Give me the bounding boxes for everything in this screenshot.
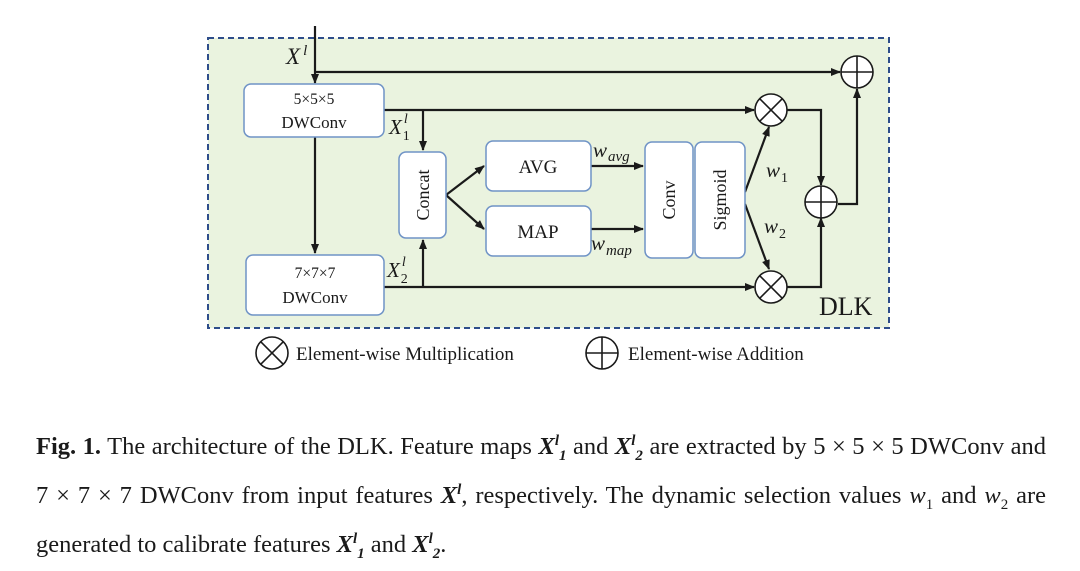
caption-x2-a-sup: l [631,433,636,449]
w-map-label: wmap [591,231,632,259]
w-map-sub: map [606,243,632,259]
x1-label-sup: l [404,112,408,127]
multiply-node-2 [754,270,788,304]
w2-sub: 2 [779,227,786,242]
caption-x2-b-base: X [412,531,429,559]
map-box: MAP [485,205,592,257]
caption-x1-b-sub: 1 [357,546,365,563]
w-avg-label: wavg [593,138,630,165]
caption-w1: w1 [909,482,933,513]
w-map-base: w [591,231,605,255]
w2-label: w2 [764,214,786,242]
legend-add-label: Element-wise Addition [628,344,804,365]
dlk-diagram: 5×5×5 DWConv 7×7×7 DWConv Concat AVG MAP… [207,26,890,370]
conv-box: Conv [644,141,694,259]
caption-x1-a: Xl1 [538,433,566,464]
caption-xl: Xl [441,482,462,509]
caption-x2-b: Xl2 [412,531,440,562]
caption-x1-b-sup: l [352,531,358,548]
caption-text-6: , respectively. The dynamic selection va… [461,482,910,510]
legend: Element-wise Multiplication Element-wise… [255,336,804,370]
input-label-base: X [285,44,301,69]
caption-w1-base: w [909,482,926,510]
dwconv-5-kernel: 5×5×5 [294,91,335,108]
caption-text-10: . [440,531,447,559]
avg-box: AVG [485,140,592,192]
caption-x1-a-sub: 1 [558,448,567,465]
dwconv-7-label: DWConv [282,288,348,307]
x1-label-base: X [388,115,403,139]
caption-kernel-7: 7 × 7 × 7 [36,482,132,510]
dwconv-7-kernel: 7×7×7 [295,265,336,282]
multiply-node-1 [754,93,788,127]
add-node-inner [804,185,838,219]
caption-kernel-5: 5 × 5 × 5 [813,433,904,461]
avg-label: AVG [519,157,558,178]
caption-text-1: The architecture of the DLK. Feature map… [101,433,539,461]
caption-x2-a-sub: 2 [635,448,643,465]
caption-w2-sub: 2 [1000,497,1009,514]
w2-base: w [764,214,778,238]
module-label: DLK [819,292,873,321]
caption-x1-a-sup: l [554,433,559,449]
caption-text-4: DWConv and [903,433,1046,461]
caption-xl-sup: l [457,482,462,499]
caption-x2-a: Xl2 [614,433,643,464]
caption-w2: w2 [984,482,1008,513]
dwconv-5-box: 5×5×5 DWConv [243,83,385,138]
dwconv-5-label: DWConv [281,113,347,132]
x1-label-sub: 1 [403,129,410,144]
w1-sub: 1 [781,171,788,186]
legend-add-icon [585,336,619,370]
conv-label: Conv [659,180,679,219]
caption-xl-base: X [440,482,458,510]
dwconv-7-box: 7×7×7 DWConv [245,254,385,316]
w-avg-base: w [593,138,607,162]
caption-text-3: are extracted by [642,433,814,461]
sigmoid-label: Sigmoid [710,169,730,230]
concat-box: Concat [398,151,447,239]
caption-x2-a-base: X [614,433,632,461]
connections [311,26,861,291]
add-node-output [840,55,874,89]
caption-w1-sub: 1 [925,497,934,514]
x2-label-sub: 2 [401,272,408,287]
w-avg-sub: avg [608,149,630,165]
x2-label-base: X [386,258,401,282]
figure-caption: Fig. 1. The architecture of the DLK. Fea… [36,424,1046,571]
caption-w2-base: w [984,482,1001,510]
w1-label: w1 [766,158,788,186]
caption-x1-b-base: X [336,531,353,559]
input-label-sup: l [303,43,307,59]
legend-multiply-icon [255,336,289,370]
caption-text-2: and [566,433,615,461]
caption-text-5: DWConv from input features [131,482,441,510]
caption-x1-b: Xl1 [336,531,365,562]
map-label: MAP [517,222,558,243]
caption-label: Fig. 1. [36,433,102,461]
caption-text-9: and [364,531,413,559]
caption-x2-b-sup: l [428,531,433,548]
concat-label: Concat [413,170,433,221]
x2-label-sup: l [402,255,406,270]
w1-base: w [766,158,780,182]
caption-text-7: and [933,482,985,510]
caption-x1-a-base: X [538,433,555,461]
sigmoid-box: Sigmoid [694,141,746,259]
legend-multiply-label: Element-wise Multiplication [296,344,514,365]
